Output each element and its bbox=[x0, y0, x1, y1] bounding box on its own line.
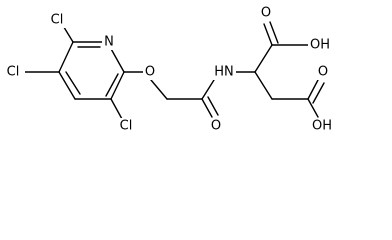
svg-text:O: O bbox=[211, 119, 221, 134]
bond-side-cooh-o-double bbox=[312, 82, 325, 104]
bond-cooh-o bbox=[263, 23, 273, 46]
bond-ring-c4-c5-inner bbox=[65, 71, 81, 95]
svg-text:Cl: Cl bbox=[51, 13, 64, 28]
bond-carbonyl-nh bbox=[201, 79, 215, 100]
chemical-structure-diagram: Cl N Cl Cl O HN O OH bbox=[1, 5, 334, 134]
svg-text:O: O bbox=[318, 65, 328, 80]
atom-o-ether: O bbox=[143, 64, 157, 80]
bond-carbonyl-o-double bbox=[207, 96, 219, 116]
svg-text:Cl: Cl bbox=[7, 65, 20, 80]
atom-oh-top: OH bbox=[308, 37, 332, 53]
bond-alpha-cooh bbox=[254, 44, 273, 73]
atom-o-right: O bbox=[316, 64, 330, 80]
bond-o-ch2 bbox=[150, 79, 168, 100]
svg-text:OH: OH bbox=[310, 38, 330, 53]
svg-text:Cl: Cl bbox=[120, 119, 133, 134]
bond-c3-cl bbox=[110, 98, 123, 120]
bond-carbonyl-o bbox=[201, 98, 213, 118]
svg-text:N: N bbox=[104, 35, 114, 50]
bond-cooh-o-double bbox=[269, 21, 279, 44]
svg-text:OH: OH bbox=[312, 119, 332, 134]
atom-o-amide: O bbox=[209, 118, 223, 134]
atom-n-ring: N bbox=[102, 34, 116, 50]
bond-ring-c4-c5 bbox=[58, 71, 76, 100]
bond-ring-c5-c6 bbox=[58, 41, 74, 73]
bond-alpha-ch2 bbox=[254, 71, 273, 100]
atom-nh: HN bbox=[212, 64, 236, 80]
atom-cl-top: Cl bbox=[46, 12, 68, 28]
atom-cl-bottom: Cl bbox=[114, 118, 138, 134]
bonds bbox=[23, 21, 325, 120]
bond-ring-c2-c3 bbox=[110, 71, 125, 100]
bond-ring-c2-c3-inner bbox=[105, 73, 119, 97]
svg-text:O: O bbox=[261, 6, 271, 21]
atom-o-top: O bbox=[259, 5, 273, 21]
atom-labels: Cl N Cl Cl O HN O OH bbox=[1, 5, 334, 134]
svg-text:O: O bbox=[145, 65, 155, 80]
svg-text:HN: HN bbox=[214, 65, 234, 80]
bond-side-cooh-o bbox=[307, 79, 319, 100]
atom-cl-left: Cl bbox=[1, 64, 25, 80]
atom-oh-bottom: OH bbox=[310, 118, 334, 134]
bond-side-cooh-oh bbox=[307, 98, 319, 118]
bond-ring-n-c2 bbox=[109, 46, 125, 73]
